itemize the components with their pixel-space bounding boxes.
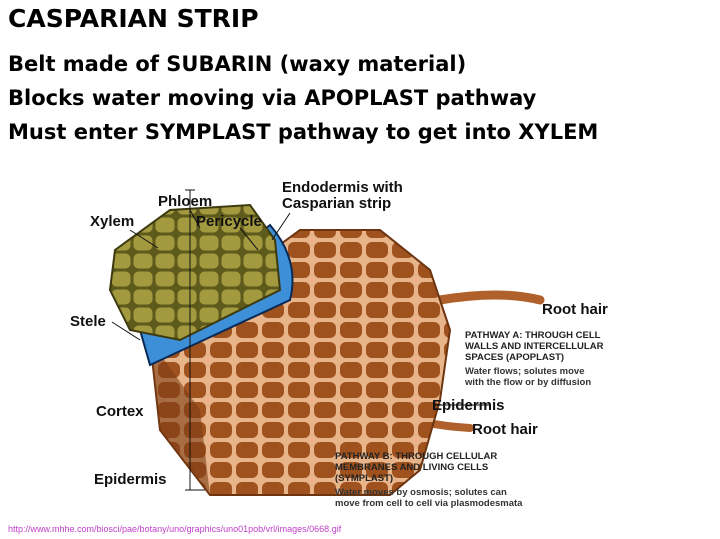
pathway-a-title: PATHWAY A: THROUGH CELL WALLS AND INTERC… <box>465 330 604 363</box>
slide-title: CASPARIAN STRIP <box>8 4 259 33</box>
label-cortex: Cortex <box>96 403 144 420</box>
root-hair-top <box>435 290 545 305</box>
label-endodermis: Endodermis with Casparian strip <box>282 179 403 212</box>
label-pericycle: Pericycle <box>196 213 262 230</box>
label-phloem: Phloem <box>158 193 213 210</box>
pathway-a-note: Water flows; solutes move with the flow … <box>465 366 592 388</box>
pathway-b-title: PATHWAY B: THROUGH CELLULAR MEMBRANES AN… <box>335 451 498 484</box>
bullet-1: Belt made of SUBARIN (waxy material) <box>8 52 467 76</box>
label-root-hair-bottom: Root hair <box>472 421 538 438</box>
label-epidermis-right: Epidermis <box>432 397 505 414</box>
source-link[interactable]: http://www.mhhe.com/biosci/pae/botany/un… <box>8 524 342 534</box>
label-stele: Stele <box>70 313 106 330</box>
bullet-3: Must enter SYMPLAST pathway to get into … <box>8 120 599 144</box>
label-epidermis-left: Epidermis <box>94 471 167 488</box>
stele-tissue <box>108 203 282 342</box>
label-root-hair-top: Root hair <box>542 301 608 318</box>
label-xylem: Xylem <box>90 213 135 230</box>
bullet-2: Blocks water moving via APOPLAST pathway <box>8 86 537 110</box>
pathway-b-note: Water moves by osmosis; solutes can move… <box>335 487 523 509</box>
